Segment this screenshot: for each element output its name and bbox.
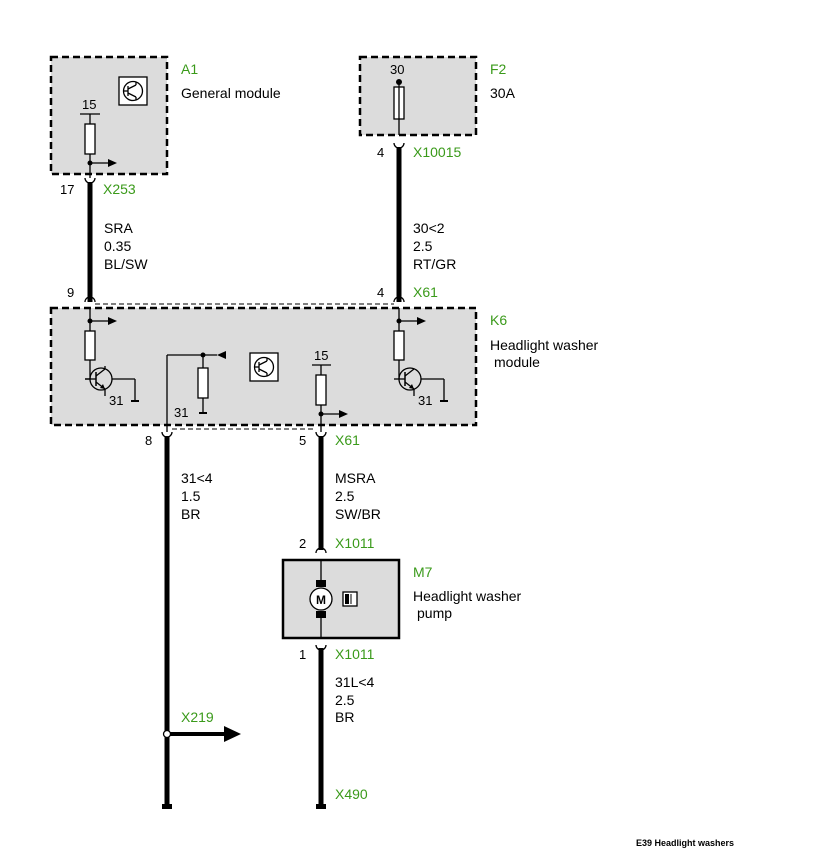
x1011-bottom-pin: 1 [299,647,306,662]
m7-pump-box [281,558,401,640]
wire-31-signal: 31<4 [181,470,213,486]
diagram-caption: E39 Headlight washers [636,838,734,848]
a1-transistor-symbol-icon [118,76,148,106]
x219-splice-icon [162,729,172,739]
f2-pin30: 30 [390,62,404,77]
k6-pin15-resistor-icon [315,374,327,406]
x1011-top-connector-icon [315,547,327,554]
wire-sra-color: BL/SW [104,256,148,272]
wire-msra-signal: MSRA [335,470,376,486]
m7-name-line2: pump [417,605,452,621]
wire-31l-signal: 31L<4 [335,674,375,690]
x61-top-pin: 4 [377,285,384,300]
k6-name-line1: Headlight washer [490,337,599,353]
m7-name-line1: Headlight washer [413,588,522,604]
x61-top-left-connector-icon [84,296,96,303]
f2-ref: F2 [490,61,507,77]
x490-ground-icon [316,804,326,809]
m7-motor-icon [309,587,333,611]
x1011-top-id: X1011 [335,535,375,551]
k6-left-resistor-icon [84,330,96,361]
m7-motor-symbol: M [316,593,326,607]
x253-id: X253 [103,181,136,197]
a1-module-box [49,55,169,176]
k6-gnd-left: 31 [109,393,123,408]
wire-30-color: RT/GR [413,256,456,272]
x1011-top-pin: 2 [299,536,306,551]
wire-31-gauge: 1.5 [181,488,201,504]
wire-sra-signal: SRA [104,220,133,236]
a1-ref: A1 [181,61,198,77]
k6-gnd-mid: 31 [174,405,188,420]
x10015-pin: 4 [377,145,384,160]
a1-pin15-label: 15 [82,97,96,112]
x253-pin: 17 [60,182,74,197]
wire-30-gauge: 2.5 [413,238,433,254]
x61-bottom-id: X61 [335,432,360,448]
wire-31-ground-icon [162,804,172,809]
k6-pin15: 15 [314,348,328,363]
x1011-bottom-id: X1011 [335,646,375,662]
a1-name: General module [181,85,281,101]
k6-transistor-symbol-icon [249,352,279,382]
wire-sra-gauge: 0.35 [104,238,131,254]
x10015-id: X10015 [413,144,461,160]
k6-ref: K6 [490,312,507,328]
a1-resistor-icon [84,123,96,155]
wire-31-color: BR [181,506,200,522]
x61-top-left-pin: 9 [67,285,74,300]
k6-gnd-right: 31 [418,393,432,408]
f2-fuse-box [358,55,478,137]
wire-31l-color: BR [335,709,354,725]
x61-bottom-pin: 5 [299,433,306,448]
wire-30-signal: 30<2 [413,220,445,236]
wire-31l-gauge: 2.5 [335,692,355,708]
m7-ref: M7 [413,564,433,580]
k6-right-resistor-icon [393,330,405,361]
m7-pump-icon [342,591,358,607]
x219-id: X219 [181,709,214,725]
k6-mid-input-arrow-icon [217,351,226,359]
x61-top-id: X61 [413,284,438,300]
x61-bottom-left-pin: 8 [145,433,152,448]
x61-top-connector-icon [393,296,405,303]
wire-msra-color: SW/BR [335,506,381,522]
k6-name-line2: module [494,354,540,370]
f2-value: 30A [490,85,516,101]
wire-msra-gauge: 2.5 [335,488,355,504]
x490-id: X490 [335,786,368,802]
k6-mid-resistor-icon [197,367,209,399]
